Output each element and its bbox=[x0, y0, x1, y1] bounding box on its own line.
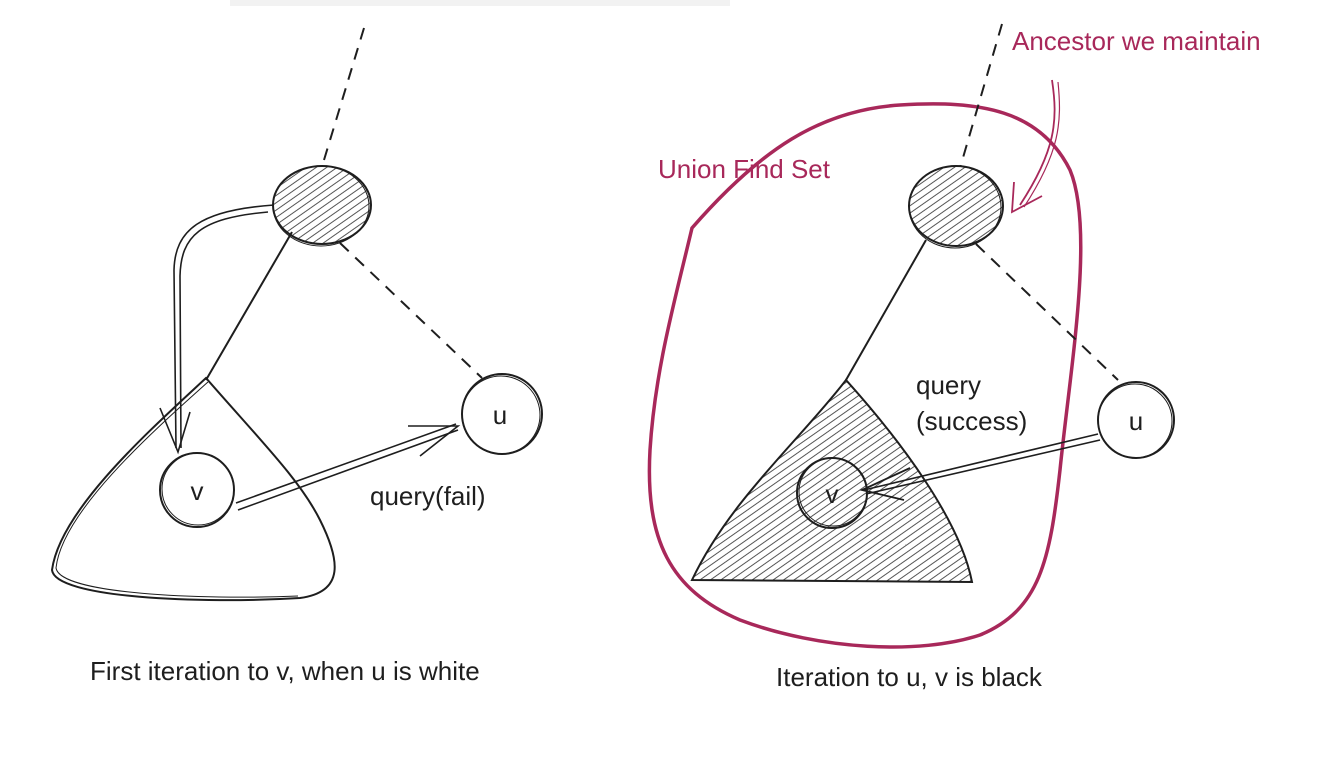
left-node-v: v bbox=[159, 452, 235, 528]
right-ancestor-parent-edge bbox=[959, 23, 1003, 169]
left-descend-arrowhead bbox=[159, 407, 191, 455]
left-panel: v u query(fail) First iteration to v, wh… bbox=[50, 27, 543, 686]
left-query-label: query(fail) bbox=[370, 481, 486, 511]
left-query-arrowhead bbox=[408, 425, 461, 457]
right-node-u: u bbox=[1097, 381, 1175, 459]
ancestor-pointer-arrow bbox=[1019, 79, 1056, 206]
left-descend-arrow bbox=[173, 204, 275, 449]
union-find-set-boundary bbox=[647, 102, 1083, 649]
left-query-arrow bbox=[235, 423, 457, 504]
left-node-v-label: v bbox=[191, 476, 204, 506]
left-subtree-sketch bbox=[55, 381, 299, 598]
left-ancestor-u-edge bbox=[339, 242, 483, 379]
right-ancestor-u-edge bbox=[975, 243, 1119, 381]
right-node-u-label: u bbox=[1129, 406, 1143, 436]
left-ancestor-node bbox=[272, 165, 372, 247]
right-query-arrowhead bbox=[859, 467, 911, 501]
top-fade-bar bbox=[230, 0, 730, 6]
right-query-arrow bbox=[863, 433, 1099, 491]
ancestor-label: Ancestor we maintain bbox=[1012, 26, 1261, 56]
right-panel: v u query (success) Union Find Set Ances… bbox=[647, 23, 1261, 692]
right-caption: Iteration to u, v is black bbox=[776, 662, 1043, 692]
left-node-u: u bbox=[461, 373, 543, 455]
right-subtree-black bbox=[690, 378, 974, 584]
right-ancestor-node bbox=[908, 165, 1004, 249]
left-caption: First iteration to v, when u is white bbox=[90, 656, 480, 686]
right-node-v-label: v bbox=[826, 479, 839, 509]
right-query-label-line2: (success) bbox=[916, 406, 1027, 436]
left-node-u-label: u bbox=[493, 400, 507, 430]
ancestor-pointer-arrowhead bbox=[1010, 181, 1043, 214]
left-ancestor-parent-edge bbox=[323, 27, 365, 161]
union-find-set-label: Union Find Set bbox=[658, 154, 831, 184]
left-tree-edge bbox=[205, 231, 293, 381]
right-query-label-line1: query bbox=[916, 370, 981, 400]
right-tree-edge bbox=[845, 239, 927, 381]
